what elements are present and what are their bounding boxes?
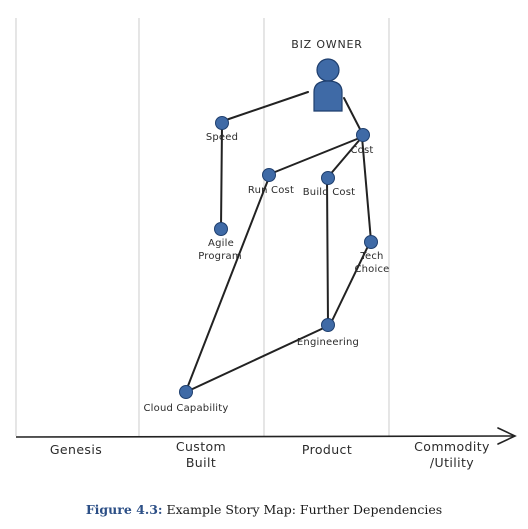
- node-label-program: Program: [198, 251, 242, 262]
- nodes: Speed Cost Run Cost Build Cost Agile Pro…: [143, 116, 389, 414]
- node-agile-program: Agile Program: [198, 222, 242, 262]
- stage-dividers: [15, 18, 390, 436]
- figure-number: Figure 4.3:: [85, 502, 163, 517]
- link-engineering-cloud: [185, 325, 329, 393]
- stage-label-genesis: Genesis: [50, 442, 102, 457]
- node-cloud-capability: Cloud Capability: [143, 385, 228, 414]
- value-chain-map: Genesis Custom Built Product Commodity /…: [15, 18, 517, 470]
- stage-label-commodity-line2: /Utility: [430, 455, 474, 470]
- link-speed-agile: [220, 125, 223, 229]
- figure-caption: Figure 4.3: Example Story Map: Further D…: [0, 502, 528, 517]
- link-cost-techchoice: [361, 136, 372, 242]
- link-buildcost-engineering: [326, 177, 329, 325]
- axis-arrow-icon: [497, 427, 517, 445]
- node-label-engineering: Engineering: [297, 337, 359, 348]
- node-label-cloud-capability: Cloud Capability: [143, 403, 228, 414]
- node-label-speed: Speed: [206, 132, 238, 143]
- stage-label-product: Product: [302, 442, 352, 457]
- biz-owner: BIZ OWNER: [291, 38, 362, 112]
- stage-label-custom-line2: Built: [186, 455, 216, 470]
- link-runcost-cloud: [185, 179, 269, 392]
- node-speed: Speed: [206, 116, 238, 143]
- axis-line: [15, 435, 515, 438]
- dependency-links: [185, 91, 372, 393]
- node-run-cost: Run Cost: [248, 168, 294, 196]
- node-tech-choice: Tech Choice: [354, 235, 389, 275]
- link-cost-runcost: [269, 136, 363, 175]
- link-owner-cost: [343, 97, 363, 134]
- node-cost: Cost: [350, 128, 373, 156]
- node-label-tech: Tech: [359, 251, 383, 262]
- node-label-agile: Agile: [208, 238, 234, 249]
- stage-label-custom-line1: Custom: [176, 439, 226, 454]
- node-label-cost: Cost: [350, 145, 373, 156]
- node-label-run-cost: Run Cost: [248, 185, 294, 196]
- figure-caption-text: Example Story Map: Further Dependencies: [166, 502, 443, 517]
- link-owner-speed: [222, 91, 309, 122]
- biz-owner-label: BIZ OWNER: [291, 38, 362, 51]
- link-tech-engineering: [329, 241, 371, 326]
- node-label-choice: Choice: [354, 264, 389, 275]
- node-build-cost: Build Cost: [303, 171, 356, 198]
- link-cost-buildcost: [327, 136, 363, 178]
- node-label-build-cost: Build Cost: [303, 187, 356, 198]
- person-icon: [313, 58, 343, 112]
- evolution-axis: [15, 427, 517, 445]
- node-engineering: Engineering: [297, 318, 359, 348]
- stage-label-commodity-line1: Commodity: [414, 439, 490, 454]
- stage-labels: Genesis Custom Built Product Commodity /…: [50, 439, 490, 470]
